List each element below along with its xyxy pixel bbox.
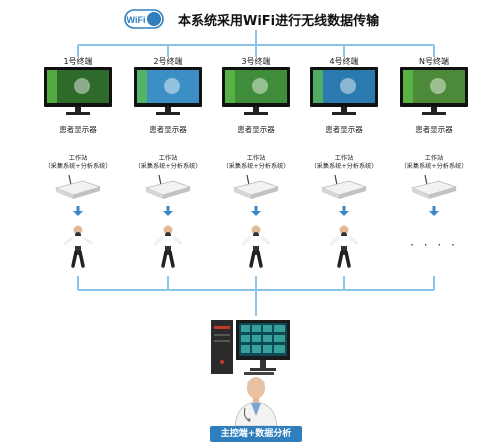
workstation-title: 工作站 bbox=[334, 155, 354, 162]
workstation-subtitle: （采集系统+分析系统） bbox=[44, 163, 112, 170]
patient-figure bbox=[329, 225, 359, 268]
down-arrow-icon bbox=[163, 206, 173, 216]
monitor-caption: 患者显示器 bbox=[149, 125, 187, 134]
terminal-drop-line bbox=[77, 45, 79, 57]
monitor-caption: 患者显示器 bbox=[59, 125, 97, 134]
monitor-screen bbox=[403, 70, 465, 103]
patient-monitor bbox=[134, 67, 202, 115]
top-center-stem bbox=[255, 30, 257, 45]
down-arrow-icon bbox=[429, 206, 439, 216]
terminal-label: 4号终端 bbox=[329, 57, 359, 66]
terminal-drop-line bbox=[343, 45, 345, 57]
monitor-screen bbox=[137, 70, 199, 103]
terminal-label: 3号终端 bbox=[241, 57, 271, 66]
patient-monitor bbox=[44, 67, 112, 115]
terminal-bottom-line bbox=[167, 276, 169, 290]
patient-figure bbox=[63, 225, 93, 268]
main-control-banner: 主控端+数据分析 bbox=[210, 426, 302, 442]
monitor-screen bbox=[313, 70, 375, 103]
workstation-title: 工作站 bbox=[68, 155, 88, 162]
workstation-router-icon bbox=[54, 174, 102, 199]
monitor-screen bbox=[225, 70, 287, 103]
monitor-caption: 患者显示器 bbox=[325, 125, 363, 134]
terminal-label: 1号终端 bbox=[63, 57, 93, 66]
down-arrow-icon bbox=[73, 206, 83, 216]
workstation-title: 工作站 bbox=[424, 155, 444, 162]
monitor-caption: 患者显示器 bbox=[415, 125, 453, 134]
terminal-drop-line bbox=[255, 45, 257, 57]
patient-figure bbox=[153, 225, 183, 268]
workstation-router-icon bbox=[410, 174, 458, 199]
patient-monitor bbox=[310, 67, 378, 115]
workstation-subtitle: （采集系统+分析系统） bbox=[134, 163, 202, 170]
doctor-figure bbox=[234, 377, 278, 426]
page-title: 本系统采用WiFi进行无线数据传输 bbox=[178, 14, 380, 29]
workstation-router-icon bbox=[320, 174, 368, 199]
workstation-subtitle: （采集系统+分析系统） bbox=[400, 163, 468, 170]
down-arrow-icon bbox=[339, 206, 349, 216]
monitor-screen bbox=[47, 70, 109, 103]
workstation-caption: 工作站 （采集系统+分析系统） bbox=[44, 155, 111, 171]
terminal-bottom-line bbox=[77, 276, 79, 290]
more-terminals-ellipsis: · · · · bbox=[410, 238, 458, 252]
terminal-label: 2号终端 bbox=[153, 57, 183, 66]
workstation-caption: 工作站 （采集系统+分析系统） bbox=[400, 155, 467, 171]
workstation-caption: 工作站 （采集系统+分析系统） bbox=[134, 155, 201, 171]
workstation-subtitle: （采集系统+分析系统） bbox=[222, 163, 290, 170]
workstation-subtitle: （采集系统+分析系统） bbox=[310, 163, 378, 170]
terminal-bottom-line bbox=[255, 276, 257, 290]
terminal-bottom-line bbox=[343, 276, 345, 290]
bottom-center-stem bbox=[255, 290, 257, 316]
main-control-computer bbox=[211, 320, 290, 375]
wifi-logo-text: WiFi bbox=[127, 15, 146, 25]
terminal-drop-line bbox=[433, 45, 435, 57]
patient-monitor bbox=[400, 67, 468, 115]
workstation-router-icon bbox=[232, 174, 280, 199]
terminal-drop-line bbox=[167, 45, 169, 57]
down-arrow-icon bbox=[251, 206, 261, 216]
workstation-caption: 工作站 （采集系统+分析系统） bbox=[222, 155, 289, 171]
workstation-title: 工作站 bbox=[158, 155, 178, 162]
workstation-router-icon bbox=[144, 174, 192, 199]
patient-figure bbox=[241, 225, 271, 268]
workstation-caption: 工作站 （采集系统+分析系统） bbox=[310, 155, 377, 171]
monitor-caption: 患者显示器 bbox=[237, 125, 275, 134]
workstation-title: 工作站 bbox=[246, 155, 266, 162]
patient-monitor bbox=[222, 67, 290, 115]
terminal-bottom-line bbox=[433, 276, 435, 290]
wifi-logo-icon: WiFi bbox=[124, 9, 164, 29]
terminal-label: N号终端 bbox=[419, 57, 449, 66]
